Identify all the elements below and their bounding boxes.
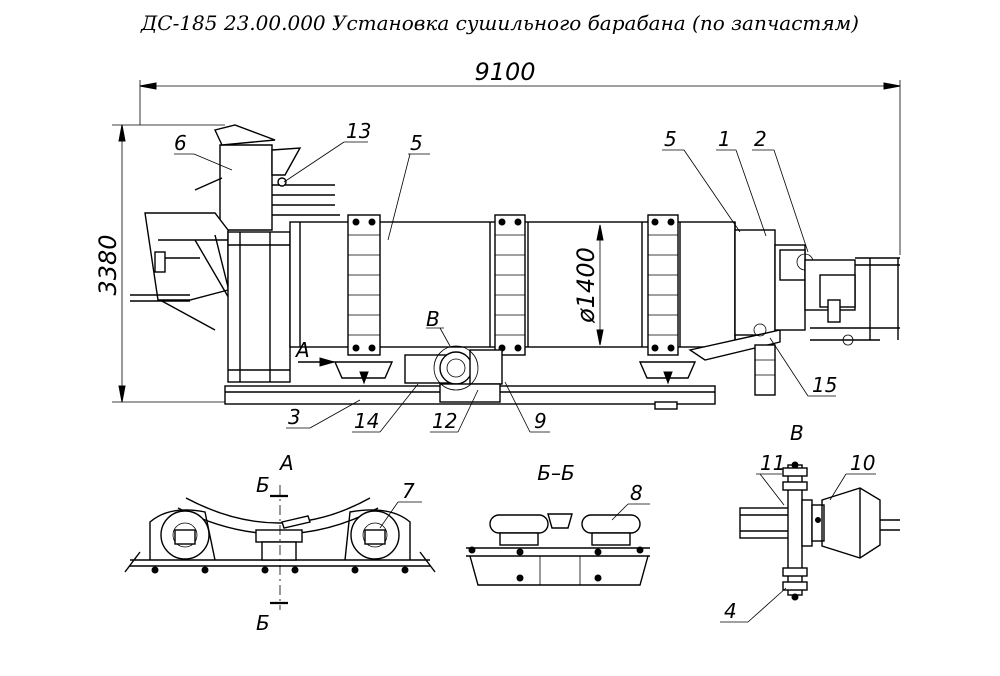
callout-12: 12 <box>432 409 457 433</box>
dimension-diameter-value: ø1400 <box>572 247 600 324</box>
callout-6: 6 <box>174 131 187 155</box>
dimension-length-value: 9100 <box>474 58 535 86</box>
callout-4: 4 <box>724 599 737 623</box>
callout-13: 13 <box>346 119 371 143</box>
detail-v: В 11 10 4 <box>720 421 900 623</box>
main-view: ø1400 А В 6 13 <box>130 119 900 433</box>
callout-2: 2 <box>754 127 767 151</box>
section-mark-a: А <box>294 338 310 362</box>
detail-bb-title: Б–Б <box>537 461 574 485</box>
cut-mark-b-top: Б <box>256 473 270 497</box>
callout-10: 10 <box>850 451 875 475</box>
detail-a-title: А <box>278 451 294 475</box>
callout-5-right: 5 <box>664 127 677 151</box>
callout-3: 3 <box>288 405 301 429</box>
callout-14: 14 <box>354 409 379 433</box>
callout-9: 9 <box>534 409 547 433</box>
detail-a: А Б Б 7 <box>124 451 436 635</box>
callout-11: 11 <box>760 451 785 475</box>
main-callouts: 6 13 5 5 1 2 15 3 14 12 9 <box>174 119 837 433</box>
dimension-length: 9100 <box>139 58 901 255</box>
dimension-height-value: 3380 <box>94 234 122 295</box>
detail-mark-v: В <box>426 307 440 331</box>
callout-5-left: 5 <box>410 131 423 155</box>
callout-1: 1 <box>718 127 731 151</box>
callout-15: 15 <box>812 373 837 397</box>
dimension-height: 3380 <box>94 124 225 403</box>
callout-7: 7 <box>402 479 415 503</box>
callout-8: 8 <box>630 481 643 505</box>
detail-v-title: В <box>790 421 804 445</box>
drawing-title: ДС-185 23.00.000 Установка сушильного ба… <box>140 11 859 35</box>
cut-mark-b-bottom: Б <box>256 611 270 635</box>
detail-bb: Б–Б 8 <box>466 461 650 586</box>
